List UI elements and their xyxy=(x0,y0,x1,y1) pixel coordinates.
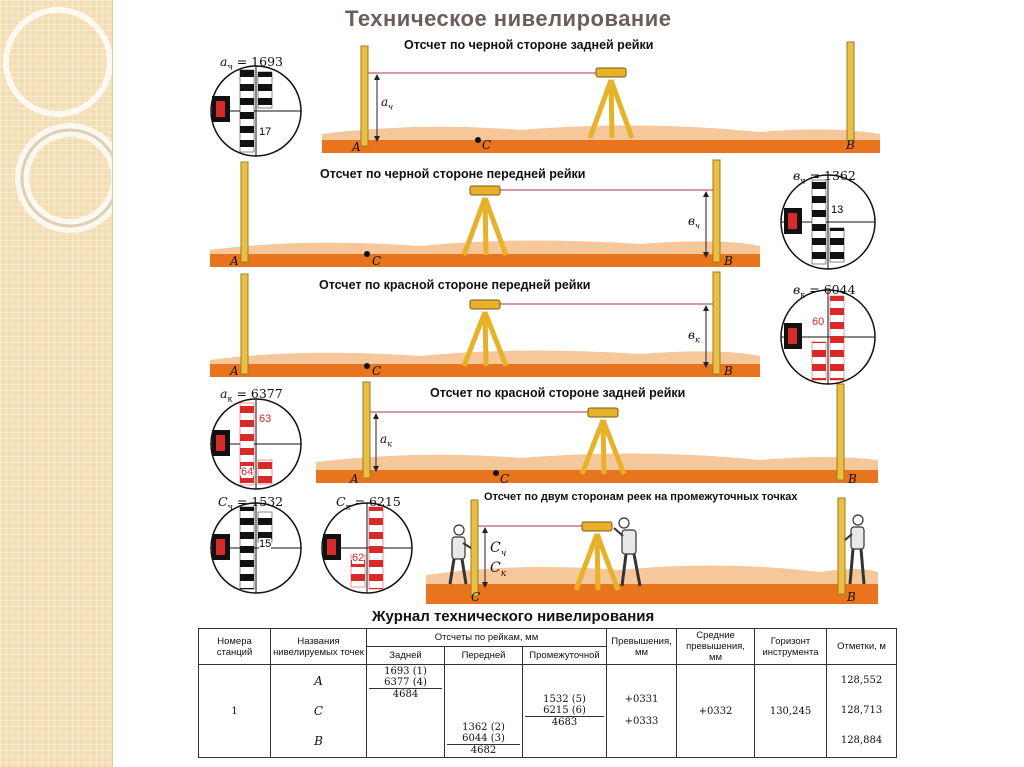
panel-1-point-b: B xyxy=(846,138,855,152)
page-title: Техническое нивелирование xyxy=(345,6,672,31)
panel-1-reading: ач = 1693 xyxy=(220,54,283,72)
panel-4-point-b: B xyxy=(848,472,857,486)
cell-marks: 128,552 128,713 128,884 xyxy=(826,664,898,758)
eyepiece-view-5 xyxy=(210,502,302,594)
panel-3-point-a: A xyxy=(230,364,239,378)
panel-2-scene xyxy=(210,159,760,267)
cell-front: 1362 (2) 6044 (3) 4682 xyxy=(444,664,523,758)
panel-5-distance-label-1: Сч xyxy=(490,540,507,559)
panel-3-scene xyxy=(210,271,760,377)
panel-5-reading-1: Сч = 1532 xyxy=(218,494,284,512)
panel-4-reading: ак = 6377 xyxy=(220,386,283,404)
panel-3-distance-label: вк xyxy=(688,328,700,345)
decorative-rings xyxy=(3,7,112,233)
panel-5-point-b: B xyxy=(847,590,856,604)
cell-elevation-diff: +0331 +0333 xyxy=(606,664,678,758)
panel-4-staff-label-top: 63 xyxy=(259,413,272,425)
panel-2-point-c: C xyxy=(372,254,382,268)
panel-1-point-c: C xyxy=(482,138,492,152)
panel-1-scene xyxy=(322,41,880,153)
eyepiece-view-2 xyxy=(780,174,876,270)
header-horizon: Горизонт инструмента xyxy=(754,628,828,665)
panel-4-scene xyxy=(316,381,878,483)
panel-3-reading: вк = 6044 xyxy=(793,282,856,300)
panel-4-point-a: A xyxy=(350,472,359,486)
panel-5-distance-label-2: Ск xyxy=(490,560,507,579)
panel-5-staff-1-label: 15 xyxy=(259,538,272,550)
panel-3-point-c: C xyxy=(372,364,382,378)
panel-4-heading: Отсчет по красной стороне задней рейки xyxy=(430,386,686,400)
leveling-journal-table: Номера станций Названия нивелируемых точ… xyxy=(198,628,898,758)
panel-1-staff-label: 17 xyxy=(259,126,272,138)
eyepiece-view-4 xyxy=(210,398,302,490)
panel-1-heading: Отсчет по черной стороне задней рейки xyxy=(404,38,654,52)
header-station: Номера станций xyxy=(198,628,271,665)
panel-4-staff-label-bottom: 64 xyxy=(241,466,254,478)
journal-title: Журнал технического нивелирования xyxy=(372,608,655,625)
header-avg-diff: Средние превышения, мм xyxy=(676,628,756,665)
header-readings: Отсчеты по рейкам, мм xyxy=(365,628,608,647)
header-back: Задней xyxy=(366,646,445,665)
panel-5-scene xyxy=(426,497,878,604)
panel-1-point-a: A xyxy=(352,140,361,154)
observer-figure xyxy=(613,517,642,587)
panel-2-reading: вч = 1362 xyxy=(793,168,856,186)
header-intermediate: Промежуточной xyxy=(521,646,608,665)
panel-2-point-b: B xyxy=(724,254,733,268)
panel-3-point-b: B xyxy=(724,364,733,378)
eyepiece-view-6 xyxy=(321,502,413,594)
header-points: Названия нивелируемых точек xyxy=(270,628,367,665)
panel-5-point-c: C xyxy=(471,590,481,604)
panel-5-reading-2: Ск = 6215 xyxy=(336,494,401,512)
cell-horizon: 130,245 xyxy=(754,664,828,758)
panel-4-distance-label: ак xyxy=(380,432,392,449)
panel-2-staff-label: 13 xyxy=(831,204,844,216)
panel-3-heading: Отсчет по красной стороне передней рейки xyxy=(319,278,591,292)
panel-3-staff-label: 60 xyxy=(812,316,825,328)
cell-avg-diff: +0332 xyxy=(676,664,756,758)
panel-5-staff-2-label: 62 xyxy=(352,552,365,564)
panel-2-heading: Отсчет по черной стороне передней рейки xyxy=(320,167,586,181)
eyepiece-view-3 xyxy=(780,289,876,385)
panel-1-distance-label: ач xyxy=(381,95,394,112)
panel-4-point-c: C xyxy=(500,472,510,486)
cell-station: 1 xyxy=(198,664,271,758)
decorative-sidebar xyxy=(0,0,113,767)
header-marks: Отметки, м xyxy=(826,628,898,665)
cell-points: А С В xyxy=(270,664,367,758)
eyepiece-view-1 xyxy=(210,65,302,157)
panel-5-heading: Отсчет по двум сторонам реек на промежут… xyxy=(484,491,798,503)
header-elevation-diff: Превышения, мм xyxy=(606,628,678,665)
panel-2-point-a: A xyxy=(230,254,239,268)
staffman-left-figure xyxy=(448,524,472,585)
header-front: Передней xyxy=(444,646,523,665)
staffman-right-figure xyxy=(844,514,866,585)
cell-intermediate: 1532 (5) 6215 (6) 4683 xyxy=(521,664,608,758)
panel-2-distance-label: вч xyxy=(688,214,700,231)
cell-back: 1693 (1) 6377 (4) 4684 xyxy=(366,664,445,758)
